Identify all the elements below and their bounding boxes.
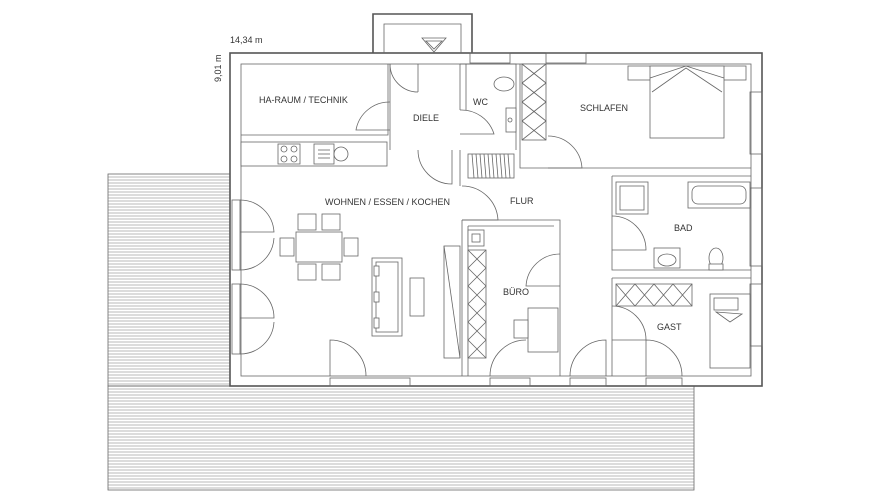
rail-hatch [503, 153, 507, 179]
room-label-wohnen: WOHNEN / ESSEN / KOCHEN [325, 197, 450, 207]
room-label-wc: WC [473, 97, 488, 107]
closet-hatch [521, 63, 547, 84]
shelf-hatch [467, 339, 487, 359]
closet-hatch [672, 283, 693, 307]
shelf-hatch [467, 285, 487, 305]
room-labels: HA-RAUM / TECHNIK DIELE WC SCHLAFEN WOHN… [259, 95, 693, 332]
closet-hatch [521, 101, 547, 122]
rail-hatch [471, 153, 475, 179]
rail-hatch [475, 153, 479, 179]
furniture [240, 63, 751, 369]
room-label-bad: BAD [674, 223, 693, 233]
room-label-flur: FLUR [510, 196, 534, 206]
shelf-hatch [467, 249, 487, 269]
closet-hatch [521, 82, 547, 103]
shelf-hatch [467, 321, 487, 341]
rail-hatch [499, 153, 503, 179]
rail-hatch [479, 153, 483, 179]
rail-hatch [495, 153, 499, 179]
dimension-width: 14,34 m [230, 35, 263, 45]
closet-hatch [634, 283, 655, 307]
shelf-hatch [467, 267, 487, 287]
closet-hatch [615, 283, 636, 307]
room-label-gast: GAST [657, 322, 682, 332]
dimension-labels: 14,34 m 9,01 m [213, 35, 263, 82]
rail-hatch [483, 153, 487, 179]
dimension-depth: 9,01 m [213, 54, 223, 82]
closet-hatch [521, 120, 547, 141]
windows [231, 52, 763, 387]
rail-hatch [491, 153, 495, 179]
shelf-hatch [467, 303, 487, 323]
terrace-deck [107, 173, 695, 491]
room-label-ha-raum: HA-RAUM / TECHNIK [259, 95, 348, 105]
closet-hatch [653, 283, 674, 307]
rail-hatch [507, 153, 511, 179]
room-label-schlafen: SCHLAFEN [580, 103, 628, 113]
doors [239, 37, 683, 377]
rail-hatch [487, 153, 491, 179]
room-label-diele: DIELE [413, 113, 439, 123]
room-label-buero: BÜRO [503, 287, 529, 297]
